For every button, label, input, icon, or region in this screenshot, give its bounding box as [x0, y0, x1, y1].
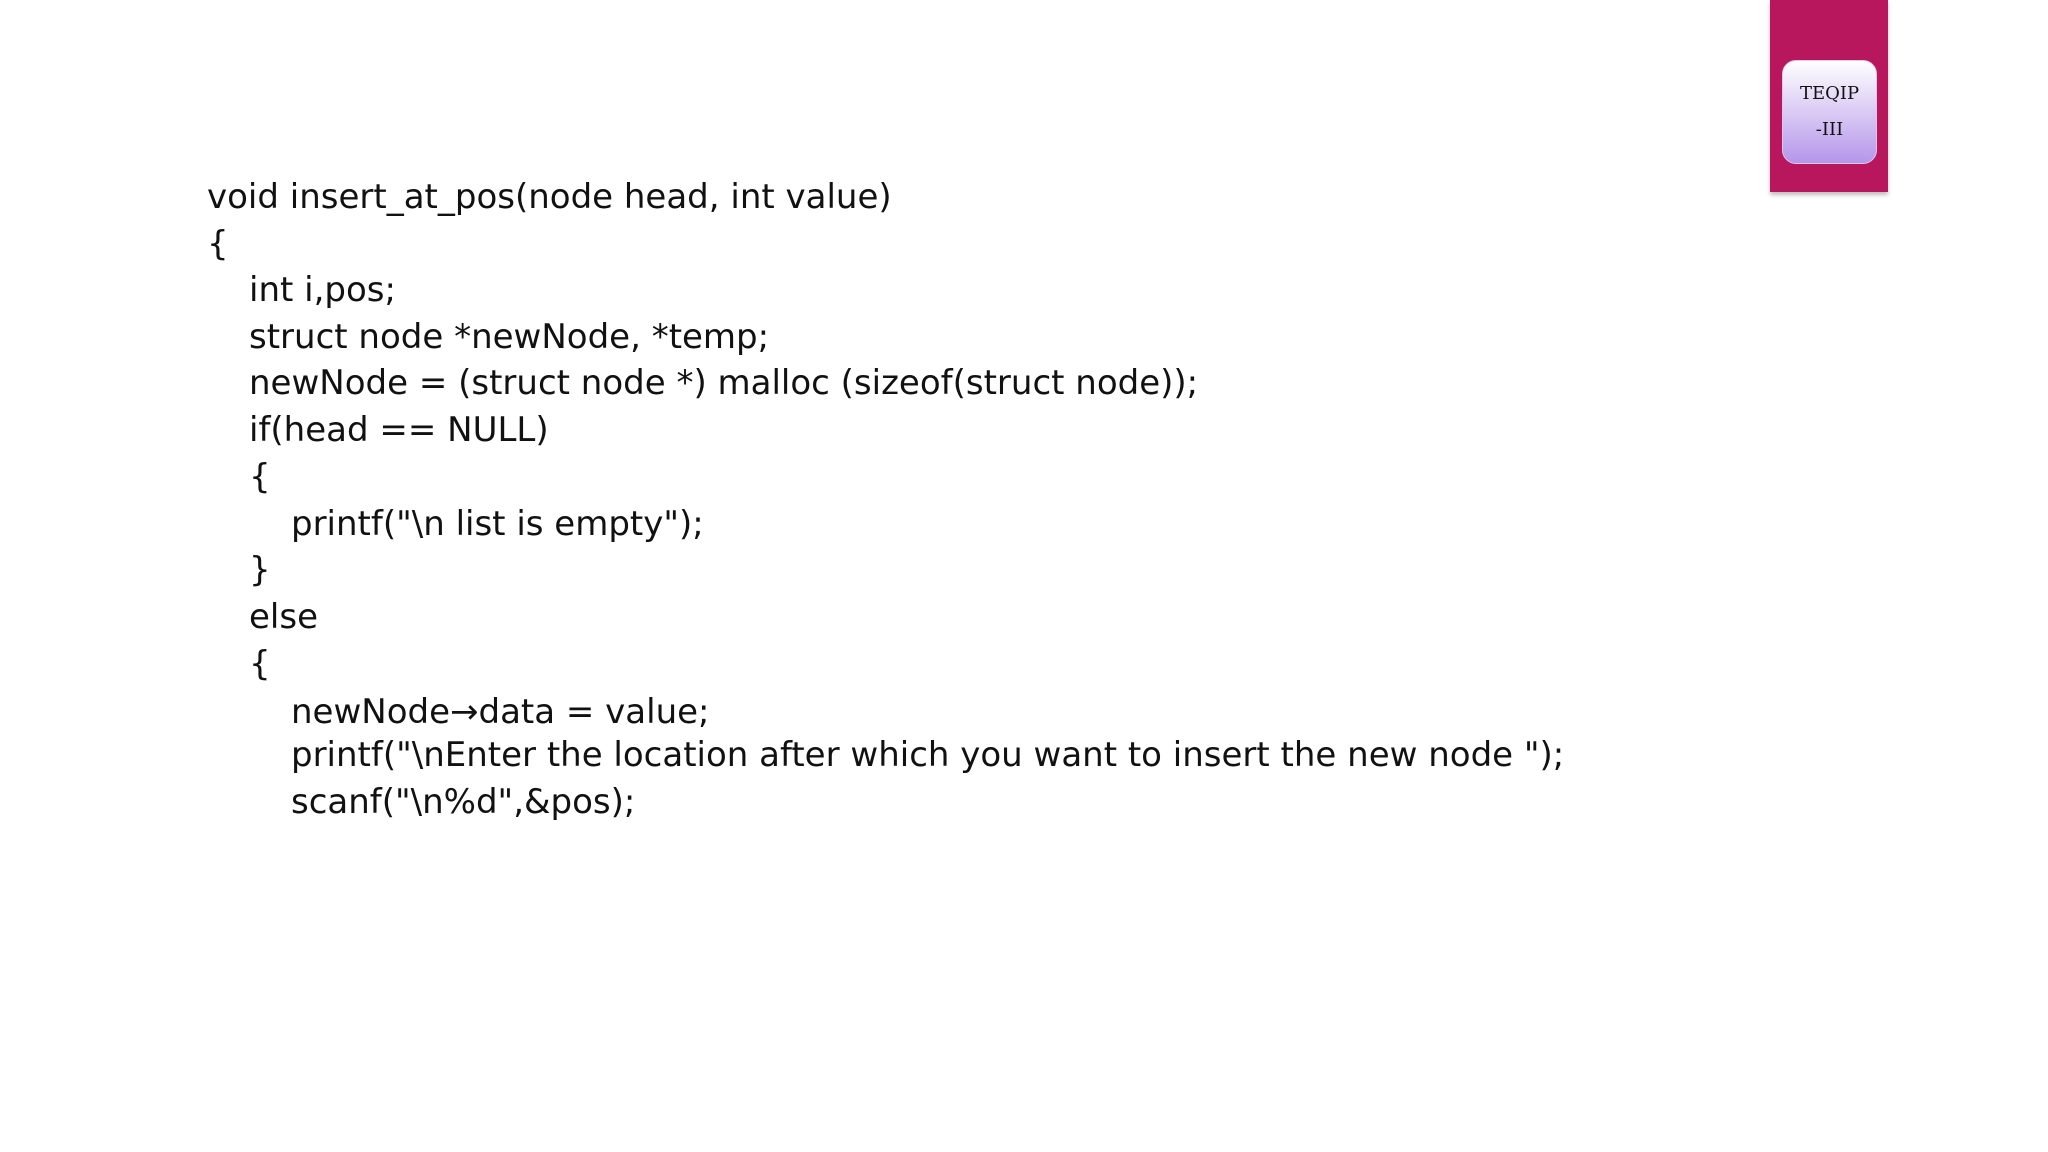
code-line: { [207, 224, 229, 264]
code-line: void insert_at_pos(node head, int value) [207, 177, 892, 217]
code-line: else [249, 597, 318, 637]
code-line: newNode = (struct node *) malloc (sizeof… [249, 363, 1199, 403]
badge-line-1: TEQIP [1799, 83, 1860, 104]
badge-line-2: -III [1815, 119, 1844, 140]
code-line: newNode→data = value; [291, 692, 710, 732]
code-line: printf("\n list is empty"); [291, 504, 704, 544]
code-line: struct node *newNode, *temp; [249, 317, 770, 357]
code-line: } [249, 550, 271, 590]
code-line: { [249, 644, 271, 684]
code-line: int i,pos; [249, 270, 396, 310]
code-line: scanf("\n%d",&pos); [291, 782, 636, 822]
teqip-badge-card: TEQIP -III [1782, 60, 1877, 164]
code-line: { [249, 457, 271, 497]
code-line: printf("\nEnter the location after which… [291, 735, 1565, 775]
code-line: if(head == NULL) [249, 410, 549, 450]
